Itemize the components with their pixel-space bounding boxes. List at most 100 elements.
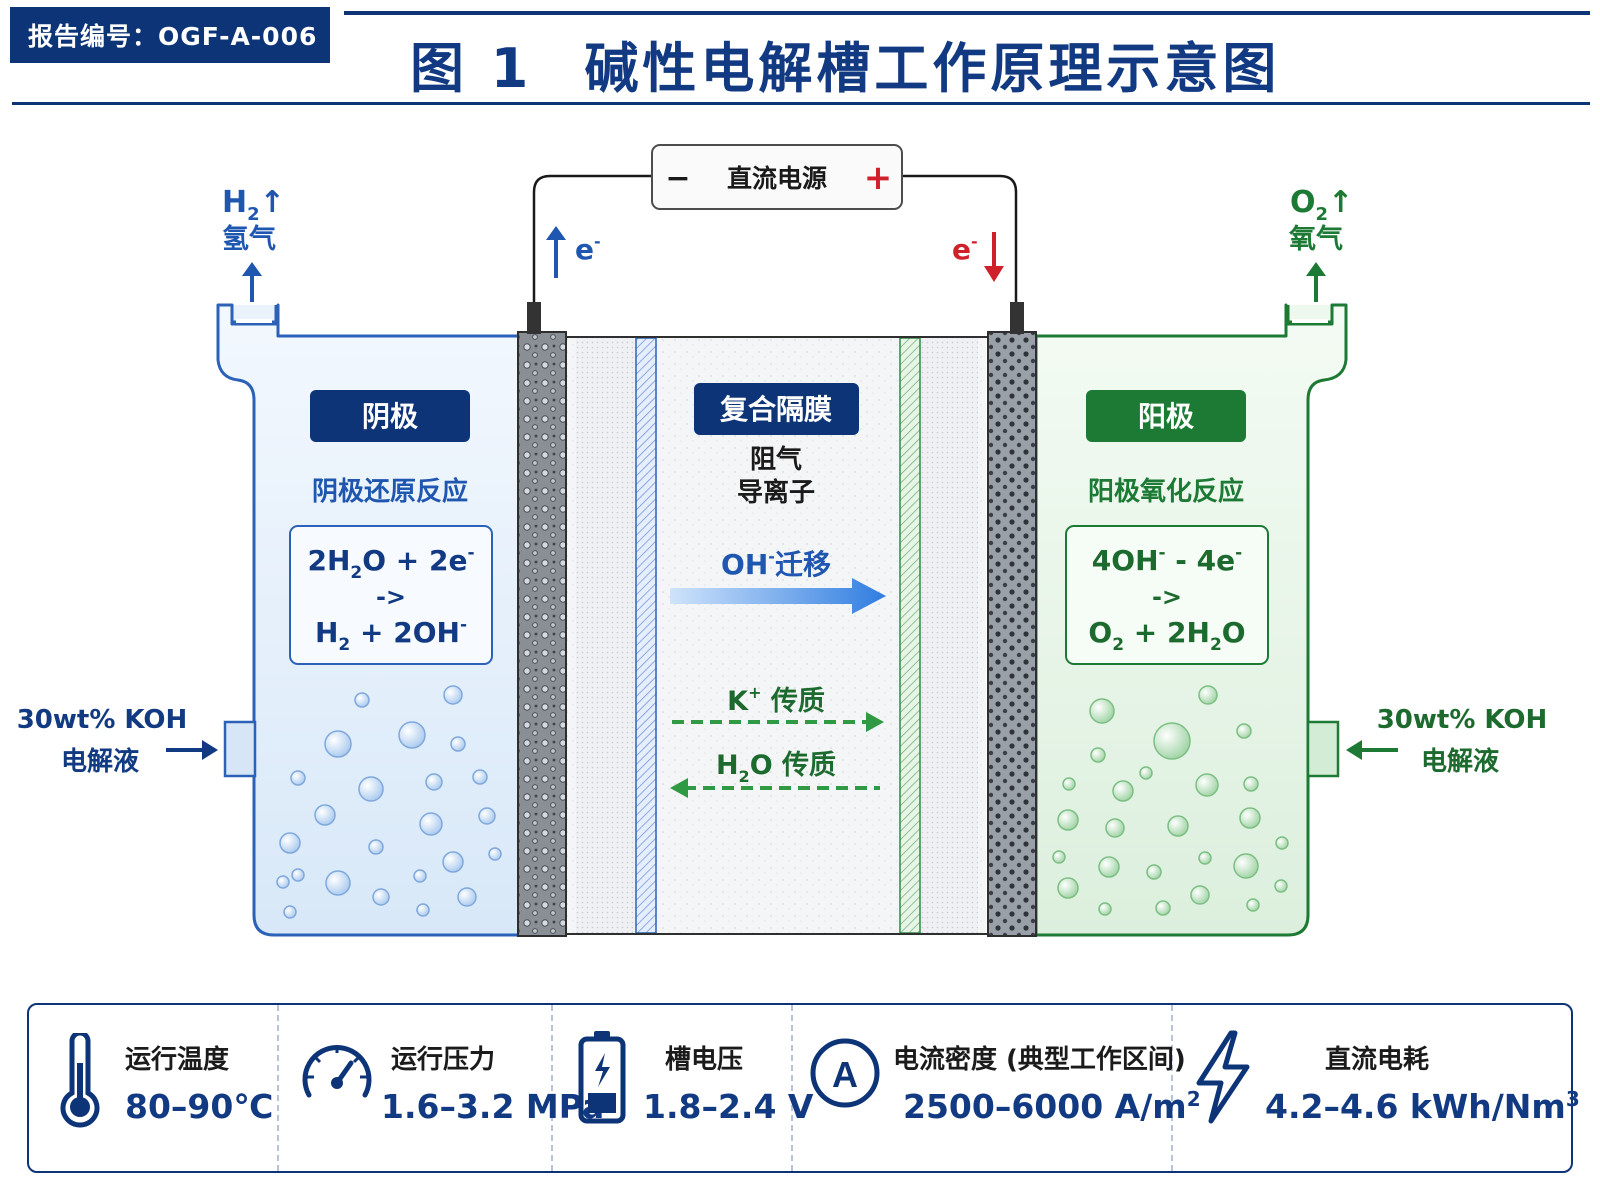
hydrogen-out-arrow-head: [242, 262, 262, 276]
gas-bubble: [1089, 698, 1115, 724]
inlet-left-arrow-head: [202, 740, 218, 760]
membrane-layer-green: [899, 337, 921, 934]
gas-bubble: [291, 868, 305, 882]
gas-bubble: [1274, 879, 1288, 893]
stat-label: 直流电耗: [1325, 1045, 1430, 1075]
gas-bubble: [314, 804, 336, 826]
membrane-badge: [694, 383, 859, 435]
power-supply-label: 直流电源: [727, 164, 827, 193]
gas-bubble: [1098, 902, 1112, 916]
gas-bubble: [398, 721, 426, 749]
right-mesh-layer: [920, 338, 978, 933]
header-rule-top: [344, 11, 1590, 15]
gas-bubble: [1153, 722, 1191, 760]
cathode-terminal: [527, 302, 541, 334]
svg-text:A: A: [832, 1054, 858, 1095]
oxygen-formula: O2↑: [1290, 185, 1353, 225]
gas-bubble: [1246, 898, 1260, 912]
gas-bubble: [290, 770, 306, 786]
circuit-wire-left: [532, 174, 652, 305]
power-supply-plus: +: [864, 158, 893, 198]
k-transport-arrow-head: [866, 712, 884, 732]
anode-equation-arrow: ->: [1152, 583, 1182, 611]
gas-bubble: [324, 730, 352, 758]
gas-bubble: [1105, 818, 1125, 838]
hydrogen-label: 氢气: [222, 224, 276, 255]
gas-bubble: [279, 832, 301, 854]
gas-bubble: [413, 869, 427, 883]
pressure-gauge-icon: [302, 1045, 372, 1098]
gas-bubble: [442, 851, 464, 873]
gas-bubble: [276, 875, 290, 889]
stat-cell-voltage: 槽电压 1.8–2.4 V: [553, 1005, 813, 1171]
membrane-feature-gas: 阻气: [750, 444, 802, 475]
gas-bubble: [478, 807, 496, 825]
gas-bubble: [472, 769, 488, 785]
electron-label-right: e-: [952, 232, 978, 266]
battery-icon: [578, 1031, 626, 1124]
inlet-right-line2: 电解液: [1421, 747, 1499, 777]
gas-bubble: [450, 736, 466, 752]
membrane-layer-blue: [635, 337, 657, 934]
gas-bubble: [457, 887, 477, 907]
anode-equation-box: [1065, 525, 1269, 665]
membrane-badge-label: 复合隔膜: [720, 393, 832, 426]
page-title: 图 1 碱性电解槽工作原理示意图: [410, 28, 1280, 100]
cathode-badge-label: 阴极: [362, 400, 418, 433]
cathode-subtitle: 阴极还原反应: [312, 476, 468, 507]
stat-temperature: 运行温度 80–90℃: [29, 1005, 279, 1171]
gas-bubble: [425, 773, 443, 791]
header-rule-bottom: [12, 102, 1590, 105]
oxygen-label: 氧气: [1288, 224, 1343, 255]
gas-bubble: [1057, 809, 1079, 831]
gas-bubble: [1090, 747, 1106, 763]
hydrogen-formula: H2↑: [222, 185, 285, 225]
anode-inlet-port: [1306, 720, 1340, 778]
circuit-wire-right: [902, 174, 1018, 305]
power-supply-minus: −: [665, 161, 690, 196]
stat-value: 1.8–2.4 V: [643, 1087, 814, 1126]
gas-bubble: [1195, 773, 1219, 797]
gas-bubble: [443, 685, 463, 705]
oh-migration-arrow: [670, 578, 886, 614]
stat-dc-consumption: 直流电耗 4.2–4.6 kWh/Nm3: [1173, 1005, 1580, 1171]
gas-bubble: [1243, 776, 1259, 792]
inlet-right-line1: 30wt% KOH: [1377, 705, 1548, 735]
stat-value: 80–90℃: [125, 1087, 274, 1126]
lightning-bolt-icon: [1196, 1030, 1250, 1124]
anode-badge: [1086, 390, 1246, 442]
anode-badge-label: 阳极: [1138, 400, 1194, 433]
gas-bubble: [1198, 851, 1212, 865]
cathode-badge: [310, 390, 470, 442]
cathode-equation-line3: H2 + 2OH-: [315, 615, 467, 655]
electron-arrow-up-head: [546, 226, 566, 240]
gas-bubble: [372, 888, 390, 906]
stat-label: 电流密度 (典型工作区间): [893, 1045, 1186, 1075]
gas-bubble: [1198, 685, 1218, 705]
gas-bubble: [1233, 853, 1259, 879]
gas-bubble: [1057, 877, 1079, 899]
gas-bubble: [1112, 780, 1134, 802]
gas-bubble: [1146, 864, 1162, 880]
stat-value: 2500–6000 A/m2: [903, 1087, 1201, 1126]
k-transport-label: K+ 传质: [727, 683, 825, 717]
cathode-inlet-port: [223, 720, 257, 778]
gas-bubble: [488, 847, 502, 861]
stat-label: 运行压力: [391, 1045, 496, 1075]
gas-bubble: [1190, 885, 1210, 905]
left-mesh-layer: [576, 338, 636, 933]
anode-terminal: [1010, 302, 1024, 334]
gas-bubble: [1275, 836, 1289, 850]
electrolyzer-diagram: − 直流电源 + e- e- H2↑ 氢气 O2↑ 氧气 阴极 阴极还原反应 2…: [17, 144, 1548, 937]
stat-label: 运行温度: [125, 1045, 230, 1075]
anode-electrode: [987, 331, 1037, 937]
oh-migration-label: OH-迁移: [721, 547, 831, 581]
stat-label: 槽电压: [665, 1045, 744, 1075]
gas-bubble: [1239, 807, 1261, 829]
stat-current-density: A 电流密度 (典型工作区间) 2500–6000 A/m2: [793, 1005, 1201, 1171]
gas-bubble: [1139, 766, 1153, 780]
stat-value: 4.2–4.6 kWh/Nm3: [1265, 1087, 1580, 1126]
inlet-left-line1: 30wt% KOH: [17, 705, 188, 735]
power-supply-box: [651, 144, 903, 210]
membrane-feature-ion: 导离子: [737, 477, 815, 508]
